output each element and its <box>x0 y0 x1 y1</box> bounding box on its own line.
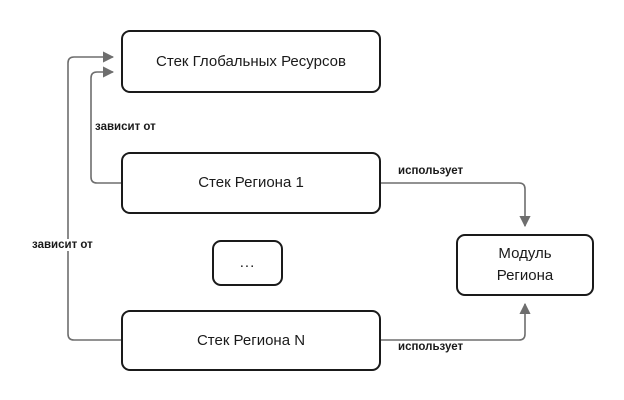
edge-region1-to-module <box>381 182 531 228</box>
node-global-resources-stack-label: Стек Глобальных Ресурсов <box>156 52 346 70</box>
node-ellipsis-label: ... <box>239 254 256 272</box>
edge-label-region1-uses: использует <box>396 165 466 177</box>
node-region-stack-n-label: Стек Региона N <box>196 331 306 349</box>
node-region-module-label-line-2: Региона <box>496 267 554 284</box>
edge-regionN-to-global <box>67 51 121 341</box>
edge-label-region1-depends-on: зависит от <box>93 121 158 133</box>
node-region-module-label-line-1: Модуль <box>498 245 552 263</box>
edge-regionN-to-module <box>381 302 531 341</box>
node-region-stack-1-label: Стек Региона 1 <box>198 174 304 192</box>
edge-label-regionN-uses: использует <box>396 341 466 353</box>
edge-region1-to-global <box>90 66 121 184</box>
node-region-stack-1[interactable]: Стек Региона 1 <box>121 152 381 214</box>
edge-label-regionN-depends-on: зависит от <box>30 239 95 251</box>
node-region-stack-n[interactable]: Стек Региона N <box>121 310 381 371</box>
node-region-module[interactable]: Модуль Региона <box>456 234 594 296</box>
node-ellipsis[interactable]: ... <box>212 240 283 286</box>
node-global-resources-stack[interactable]: Стек Глобальных Ресурсов <box>121 30 381 93</box>
